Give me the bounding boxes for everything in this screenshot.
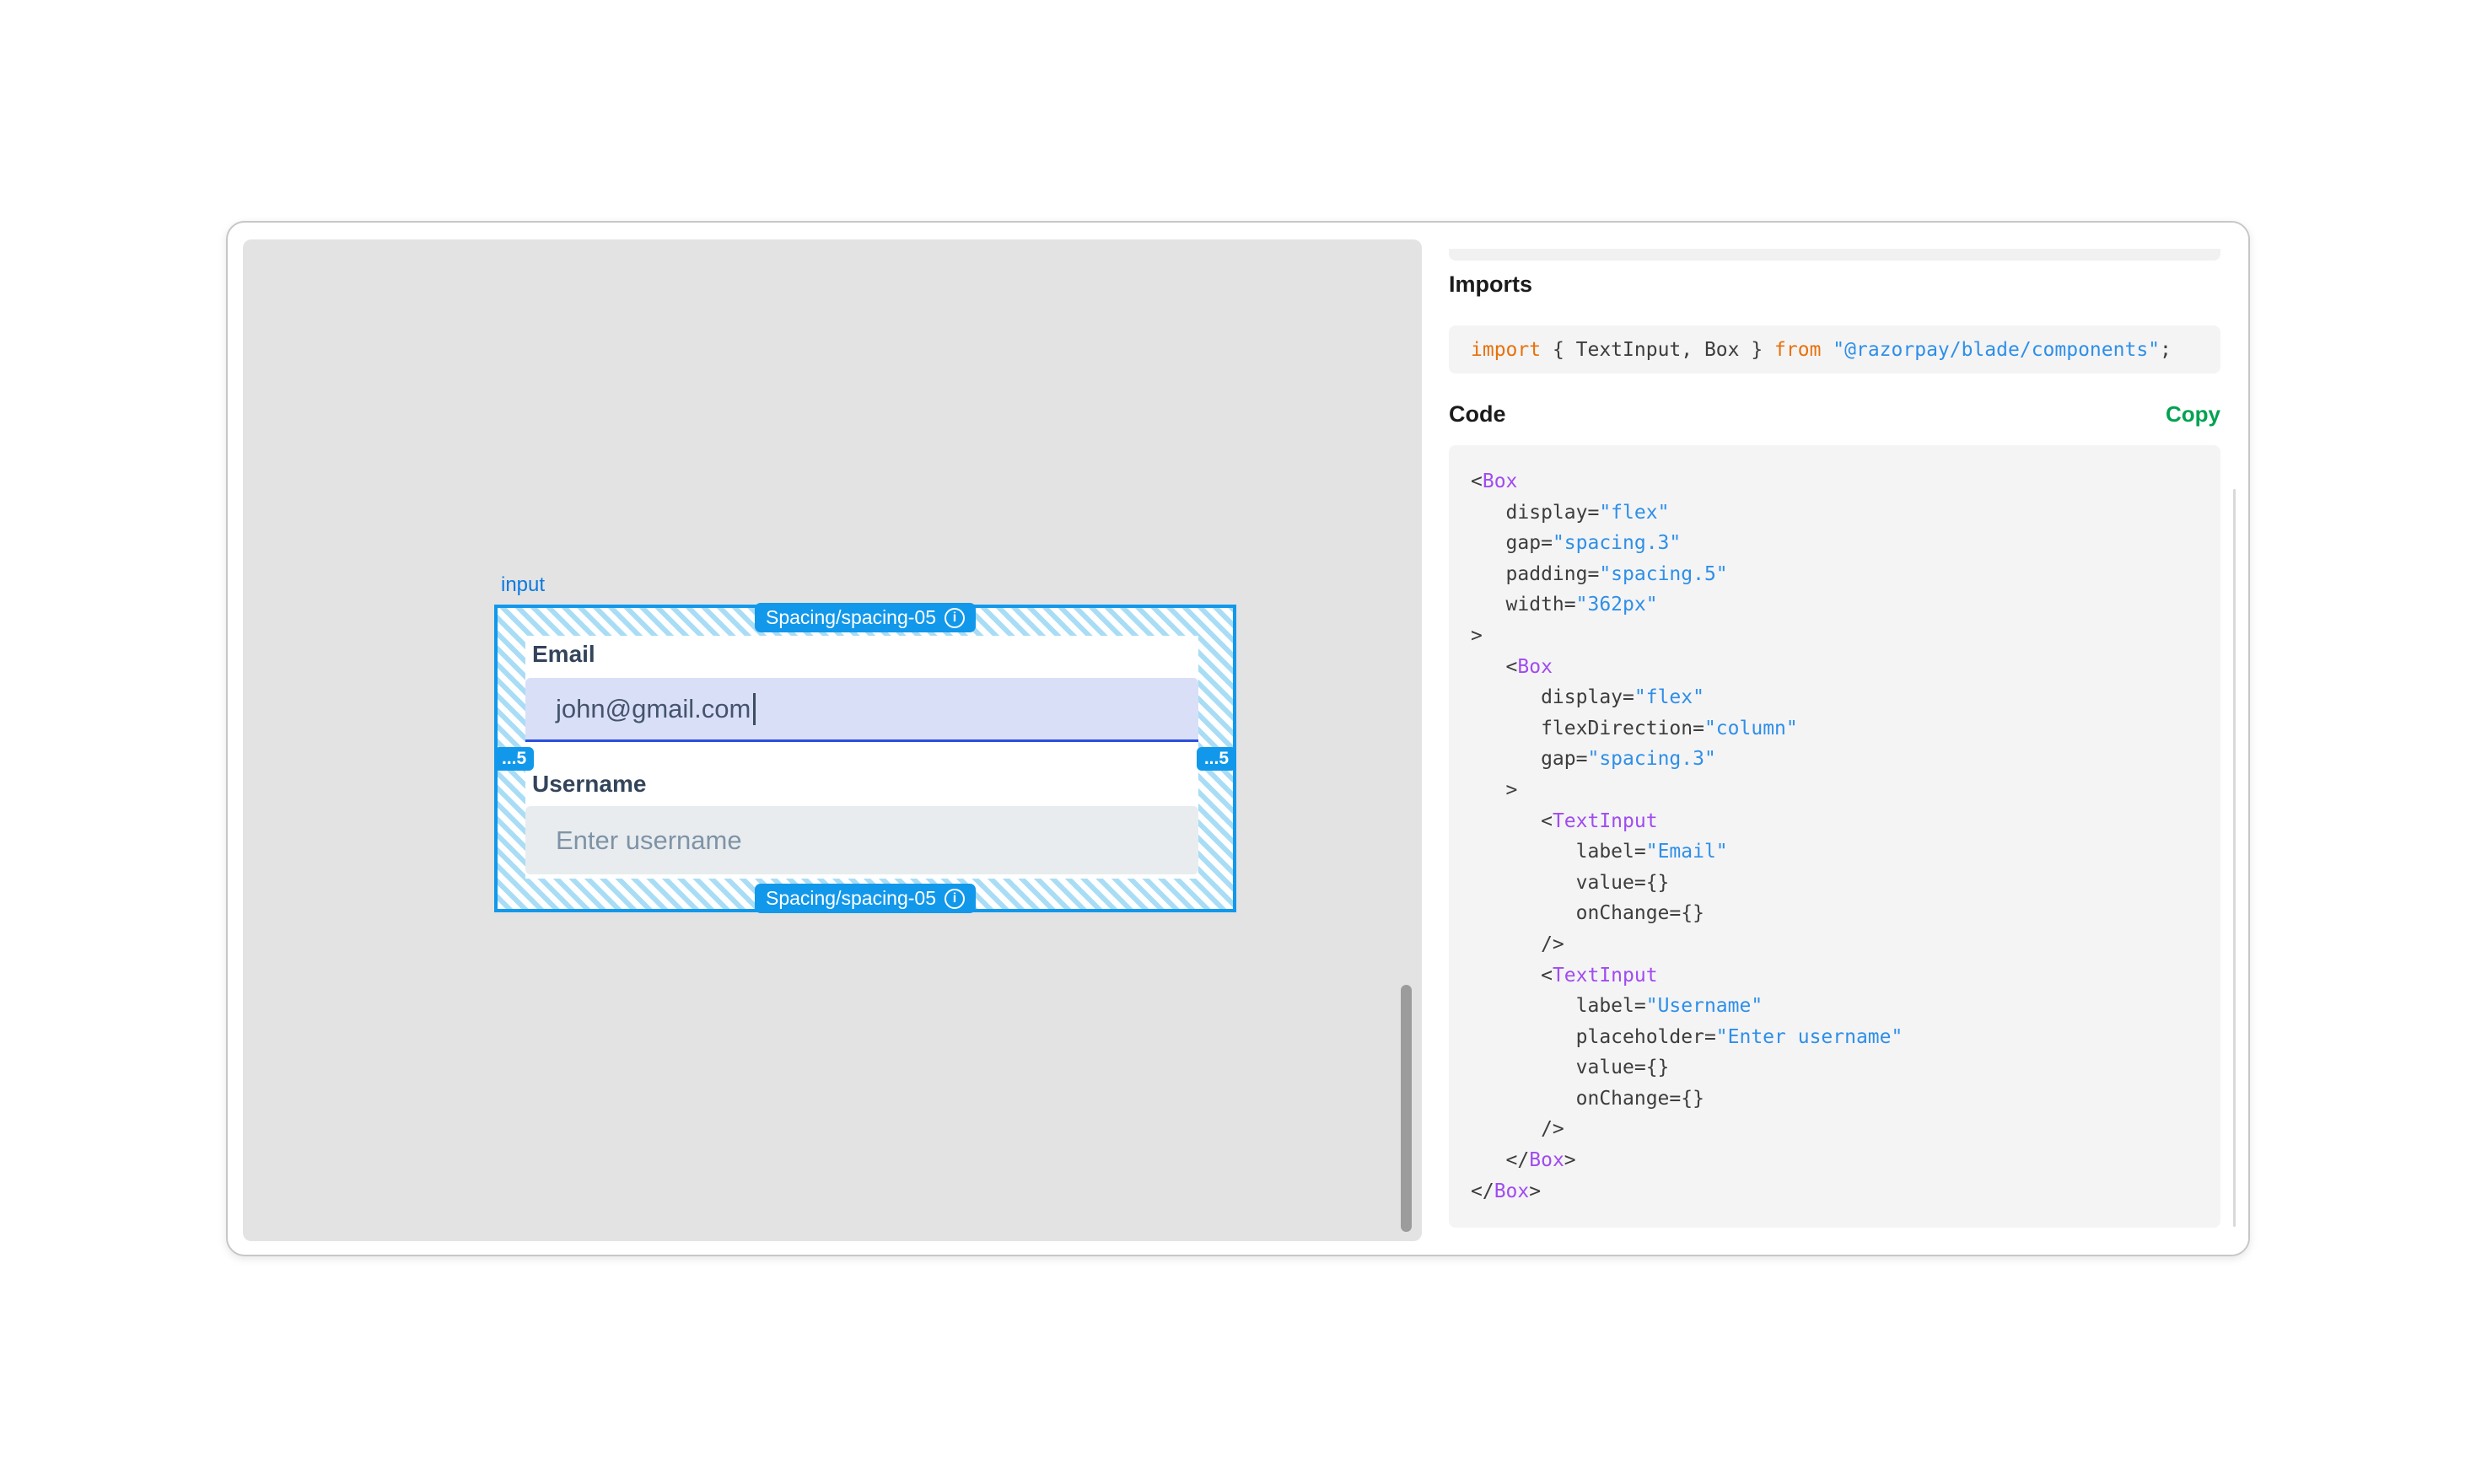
code-line: gap="spacing.3" (1471, 532, 1682, 555)
spacing-badge-bottom-label: Spacing/spacing-05 (765, 887, 937, 909)
email-input[interactable]: john@gmail.com (525, 678, 1198, 742)
code-line: value={} (1471, 871, 1670, 894)
code-line: width="362px" (1471, 594, 1658, 616)
spacing-badge-bottom[interactable]: Spacing/spacing-05 i (754, 884, 977, 913)
code-line: > (1471, 778, 1518, 801)
code-panel: Imports import { TextInput, Box } from "… (1422, 223, 2248, 1255)
imports-heading: Imports (1449, 272, 1533, 297)
info-icon[interactable]: i (945, 888, 966, 909)
text-cursor (753, 692, 756, 725)
spacing-badge-right[interactable]: ...5 (1196, 746, 1236, 771)
panel-scrollbar[interactable] (2233, 489, 2236, 1227)
email-label: Email (532, 641, 595, 667)
component-frame[interactable]: Spacing/spacing-05 i ...5 ...5 Email joh… (494, 603, 1236, 913)
import-snippet: import { TextInput, Box } from "@razorpa… (1449, 325, 2220, 374)
code-line: display="flex" (1471, 501, 1670, 524)
code-line: placeholder="Enter username" (1471, 1025, 1903, 1048)
code-line: gap="spacing.3" (1471, 748, 1716, 771)
canvas-scrollbar[interactable] (1401, 985, 1412, 1232)
code-line: value={} (1471, 1057, 1670, 1079)
spacing-badge-top[interactable]: Spacing/spacing-05 i (754, 603, 977, 632)
code-snippet: <Box display="flex" gap="spacing.3" padd… (1449, 445, 2220, 1228)
app-container: input Spacing/spacing-05 i ...5 ...5 Ema… (226, 221, 2250, 1256)
selection-label[interactable]: input (501, 573, 546, 596)
code-line: > (1471, 624, 1483, 647)
code-line: label="Email" (1471, 841, 1728, 863)
code-line: display="flex" (1471, 686, 1704, 709)
code-line: onChange={} (1471, 1087, 1704, 1110)
username-placeholder: Enter username (556, 825, 742, 855)
username-input[interactable]: Enter username (525, 806, 1198, 874)
code-line: onChange={} (1471, 902, 1704, 925)
code-line: <Box (1471, 655, 1553, 678)
email-value: john@gmail.com (556, 693, 751, 723)
code-heading: Code (1449, 401, 1506, 427)
code-line: /> (1471, 933, 1564, 955)
code-line: <Box (1471, 470, 1518, 492)
spacing-badge-top-label: Spacing/spacing-05 (765, 606, 937, 628)
username-label: Username (532, 771, 647, 797)
copy-button[interactable]: Copy (2166, 401, 2220, 427)
code-line: /> (1471, 1118, 1564, 1141)
code-line: flexDirection="column" (1471, 717, 1798, 739)
code-line: </Box> (1471, 1180, 1542, 1202)
spacing-badge-left[interactable]: ...5 (494, 746, 535, 771)
code-line: <TextInput (1471, 809, 1658, 832)
code-line: </Box> (1471, 1149, 1576, 1172)
code-line: padding="spacing.5" (1471, 562, 1728, 585)
code-line: <TextInput (1471, 964, 1658, 987)
info-icon[interactable]: i (945, 607, 966, 628)
form-card: Email john@gmail.com Username Enter user… (525, 636, 1198, 879)
panel-top-sliver (1449, 249, 2220, 261)
canvas-area: input Spacing/spacing-05 i ...5 ...5 Ema… (243, 239, 1422, 1241)
code-line: label="Username" (1471, 995, 1763, 1018)
